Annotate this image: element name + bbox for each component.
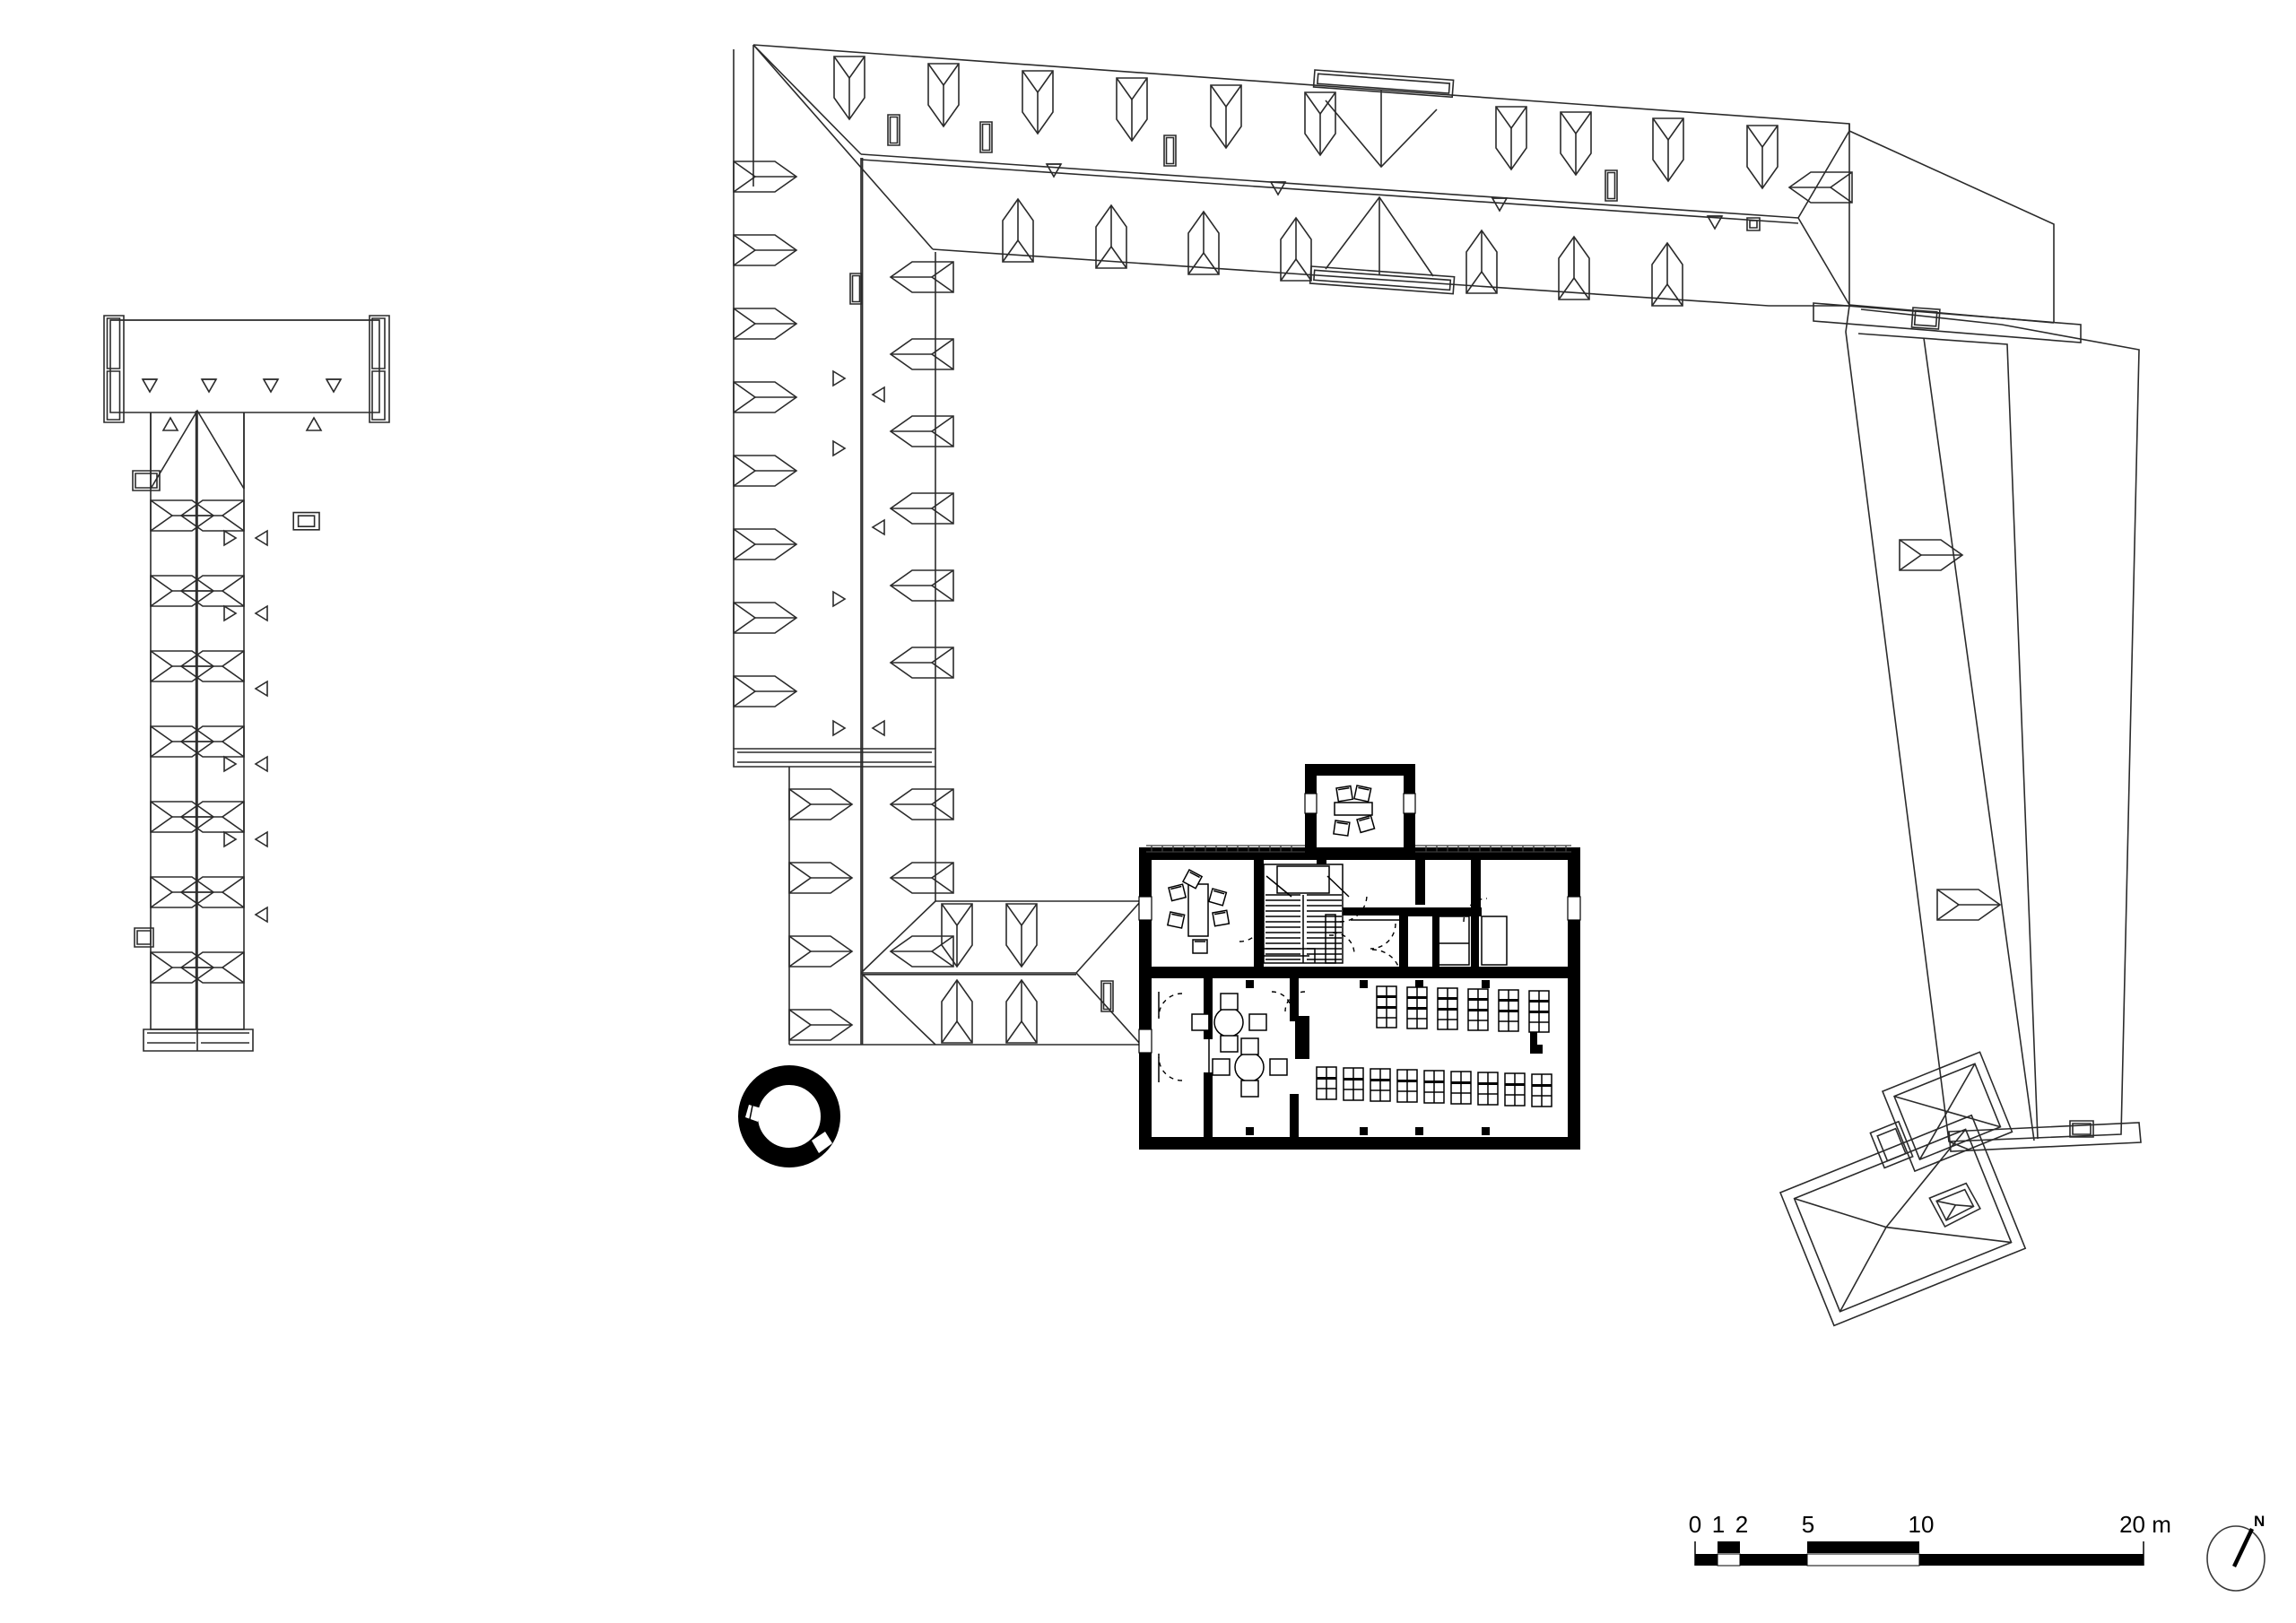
round-table-1 xyxy=(1191,993,1267,1053)
scale-top-1-2 xyxy=(1718,1541,1740,1553)
west-terrace xyxy=(144,1029,253,1051)
service-core xyxy=(1325,914,1508,966)
north-central-gable-lower xyxy=(1310,197,1455,294)
scale-tick-10: 10 xyxy=(1909,1511,1935,1538)
scale-seg-0-1 xyxy=(1695,1554,1718,1566)
staircase xyxy=(1263,864,1344,964)
seating-block-upper xyxy=(1376,985,1550,1033)
scale-seg-10-20 xyxy=(1919,1554,2144,1566)
west-gable-end-right xyxy=(370,316,389,422)
ground-floor-plan xyxy=(1138,764,1581,1150)
north-label: N xyxy=(2254,1513,2265,1530)
round-table-2 xyxy=(1212,1037,1288,1098)
building-south-link xyxy=(789,901,1141,1045)
scale-bar: 0 1 2 5 10 20 m xyxy=(1689,1511,2171,1567)
building-pavilion xyxy=(1760,1052,2055,1325)
north-central-gable-upper xyxy=(1314,70,1454,167)
scale-tick-1: 1 xyxy=(1712,1511,1725,1538)
scale-tick-2: 2 xyxy=(1735,1511,1748,1538)
building-east-range xyxy=(1813,131,2141,1151)
scale-tick-20: 20 m xyxy=(2119,1511,2171,1538)
building-west-range xyxy=(733,49,954,1045)
building-west-wing xyxy=(104,316,389,1051)
floor-plan-north-terrace xyxy=(1146,845,1571,853)
scale-tick-0: 0 xyxy=(1689,1511,1701,1538)
interior-partitions xyxy=(1158,914,1405,1085)
floor-plan-windows xyxy=(1138,793,1581,1054)
floor-plan-column-markers xyxy=(1246,980,1490,1135)
building-north-range xyxy=(753,45,1853,307)
meeting-table-west xyxy=(1167,869,1231,954)
scale-top-5-10 xyxy=(1807,1541,1919,1553)
scale-tick-5: 5 xyxy=(1802,1511,1814,1538)
west-gable-end-left xyxy=(104,316,124,422)
door-swings xyxy=(1158,875,1488,1081)
scale-seg-2-5 xyxy=(1740,1554,1807,1566)
round-tower xyxy=(738,1065,840,1167)
seating-block-lower xyxy=(1316,1066,1552,1107)
north-room-furniture xyxy=(1333,785,1376,837)
north-arrow: N xyxy=(2206,1513,2266,1592)
